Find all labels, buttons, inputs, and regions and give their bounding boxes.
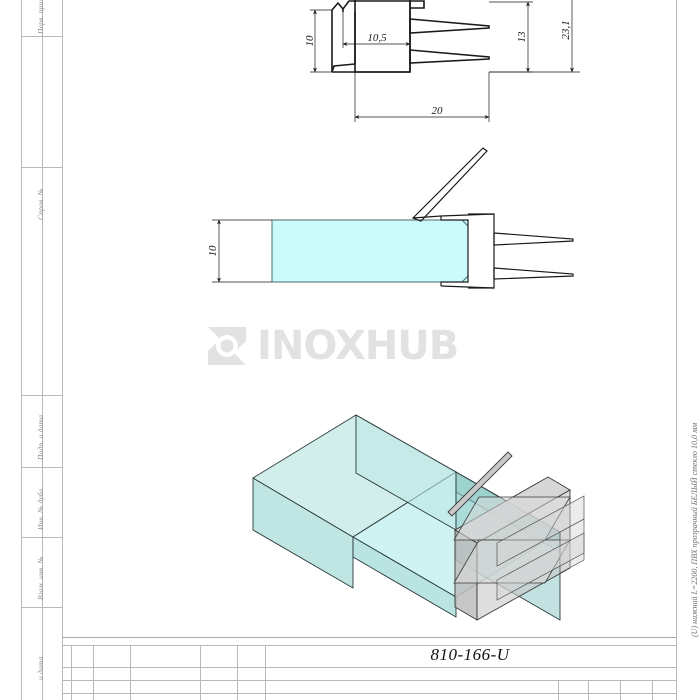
- titleblock-line-v: [558, 680, 559, 700]
- frame-line-v: [62, 0, 63, 700]
- frame-line-h: [21, 395, 62, 396]
- titleblock-line-v: [620, 680, 621, 700]
- frame-line-v: [21, 0, 22, 700]
- frame-line-v: [42, 0, 43, 700]
- titleblock-line-v: [200, 645, 201, 700]
- titleblock-line-v: [588, 680, 589, 700]
- titleblock-line-v: [265, 645, 266, 700]
- dim-height-10: 10: [304, 35, 316, 47]
- isometric-3d-view: [252, 414, 585, 621]
- frame-line-v: [676, 0, 677, 700]
- titleblock-top-line: [62, 637, 676, 638]
- titleblock-line-v: [71, 645, 72, 700]
- dim-width-20: 20: [432, 105, 444, 117]
- assembly-side-view: 10: [207, 147, 574, 289]
- titleblock-line-v: [93, 645, 94, 700]
- titleblock-line-v: [130, 645, 131, 700]
- titleblock-line-h: [62, 693, 676, 694]
- titleblock-line-v: [652, 680, 653, 700]
- titleblock-line-v: [237, 645, 238, 700]
- frame-line-h: [21, 467, 62, 468]
- dim-width-10-5: 10,5: [367, 32, 387, 44]
- dim-height-13: 13: [516, 31, 528, 43]
- titleblock-line-h: [62, 645, 676, 646]
- frame-line-h: [21, 607, 62, 608]
- glass-pane: [271, 219, 469, 283]
- dim-height-23-1: 23,1: [560, 20, 572, 39]
- cross-section-view: 10 10,5 13 23,1 20: [304, 0, 580, 122]
- titleblock-line-h: [62, 667, 676, 668]
- frame-line-h: [21, 167, 62, 168]
- frame-line-h: [21, 537, 62, 538]
- frame-line-h: [21, 36, 62, 37]
- titleblock-line-h: [62, 680, 676, 681]
- part-number: 810-166-U: [430, 645, 510, 664]
- dim-glass-10: 10: [207, 245, 219, 257]
